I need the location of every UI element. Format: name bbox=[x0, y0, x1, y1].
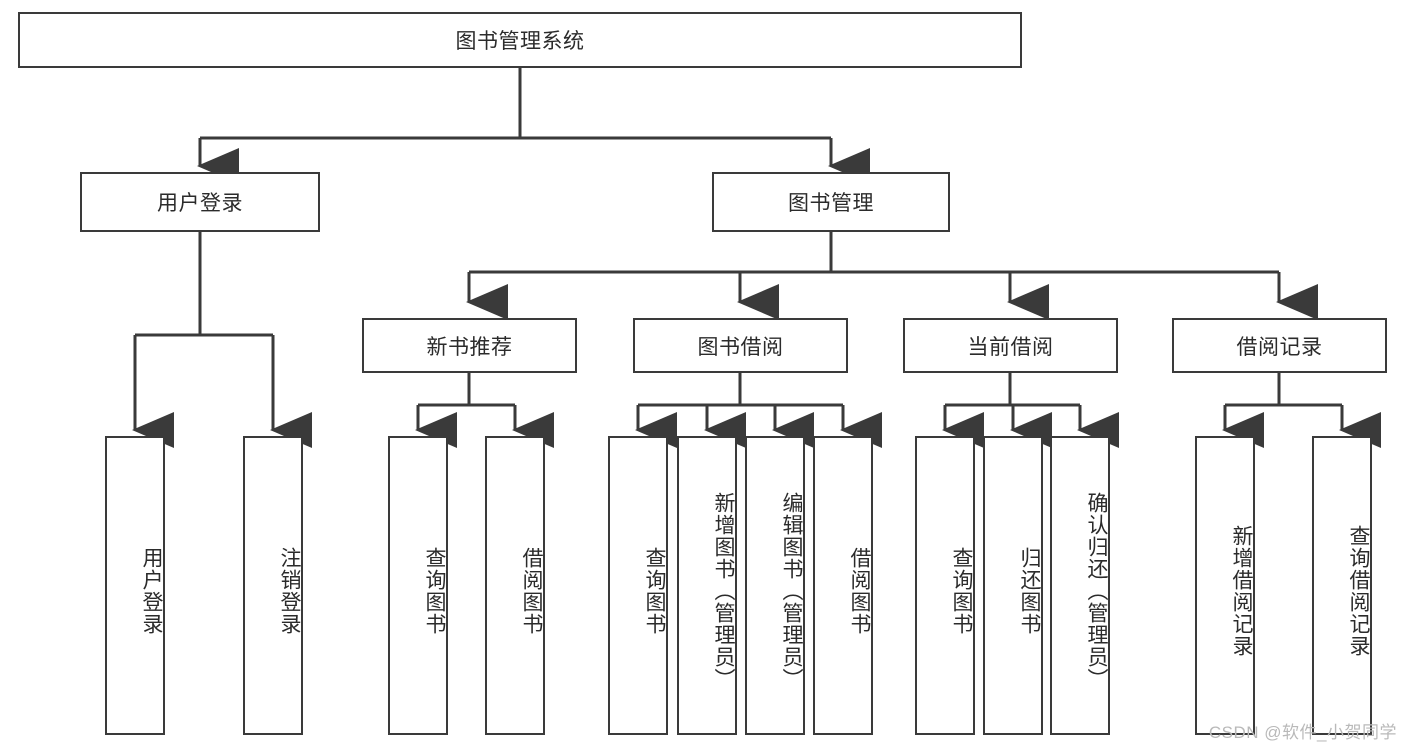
leaf-confirm-return-admin[interactable]: 确认归还（管理员） bbox=[1050, 436, 1110, 735]
node-borrow-record[interactable]: 借阅记录 bbox=[1172, 318, 1387, 373]
leaf-query-book-recommend[interactable]: 查询图书 bbox=[388, 436, 448, 735]
leaf-query-book-current[interactable]: 查询图书 bbox=[915, 436, 975, 735]
node-label: 注销登录 bbox=[278, 546, 301, 635]
node-label: 查询借阅记录 bbox=[1347, 524, 1370, 657]
node-current-borrow[interactable]: 当前借阅 bbox=[903, 318, 1118, 373]
node-label: 新增借阅记录 bbox=[1230, 524, 1253, 657]
node-label: 借阅记录 bbox=[1236, 335, 1323, 359]
leaf-query-book-borrow[interactable]: 查询图书 bbox=[608, 436, 668, 735]
watermark: CSDN @软件_小贺同学 bbox=[1208, 723, 1397, 742]
node-label: 新增图书（管理员） bbox=[712, 491, 735, 690]
leaf-user-login[interactable]: 用户登录 bbox=[105, 436, 165, 735]
node-label: 新书推荐 bbox=[426, 335, 513, 359]
node-label: 当前借阅 bbox=[967, 335, 1054, 359]
leaf-add-book-admin[interactable]: 新增图书（管理员） bbox=[677, 436, 737, 735]
node-book-management[interactable]: 图书管理 bbox=[712, 172, 950, 232]
node-label: 图书管理系统 bbox=[455, 30, 585, 53]
node-label: 确认归还（管理员） bbox=[1085, 491, 1108, 690]
leaf-borrow-book-recommend[interactable]: 借阅图书 bbox=[485, 436, 545, 735]
node-label: 图书借阅 bbox=[697, 335, 784, 359]
leaf-logout[interactable]: 注销登录 bbox=[243, 436, 303, 735]
node-label: 用户登录 bbox=[140, 546, 163, 635]
node-label: 借阅图书 bbox=[520, 546, 543, 635]
node-user-login[interactable]: 用户登录 bbox=[80, 172, 320, 232]
node-label: 查询图书 bbox=[643, 546, 666, 635]
leaf-query-borrow-record[interactable]: 查询借阅记录 bbox=[1312, 436, 1372, 735]
node-root[interactable]: 图书管理系统 bbox=[18, 12, 1022, 68]
node-label: 查询图书 bbox=[950, 546, 973, 635]
node-label: 图书管理 bbox=[788, 192, 874, 215]
node-label: 用户登录 bbox=[157, 192, 243, 215]
leaf-add-borrow-record[interactable]: 新增借阅记录 bbox=[1195, 436, 1255, 735]
node-book-borrow[interactable]: 图书借阅 bbox=[633, 318, 848, 373]
leaf-edit-book-admin[interactable]: 编辑图书（管理员） bbox=[745, 436, 805, 735]
node-label: 归还图书 bbox=[1018, 546, 1041, 635]
node-label: 查询图书 bbox=[423, 546, 446, 635]
leaf-return-book[interactable]: 归还图书 bbox=[983, 436, 1043, 735]
node-label: 借阅图书 bbox=[848, 546, 871, 635]
node-new-book-recommend[interactable]: 新书推荐 bbox=[362, 318, 577, 373]
node-label: 编辑图书（管理员） bbox=[780, 491, 803, 690]
leaf-borrow-book[interactable]: 借阅图书 bbox=[813, 436, 873, 735]
